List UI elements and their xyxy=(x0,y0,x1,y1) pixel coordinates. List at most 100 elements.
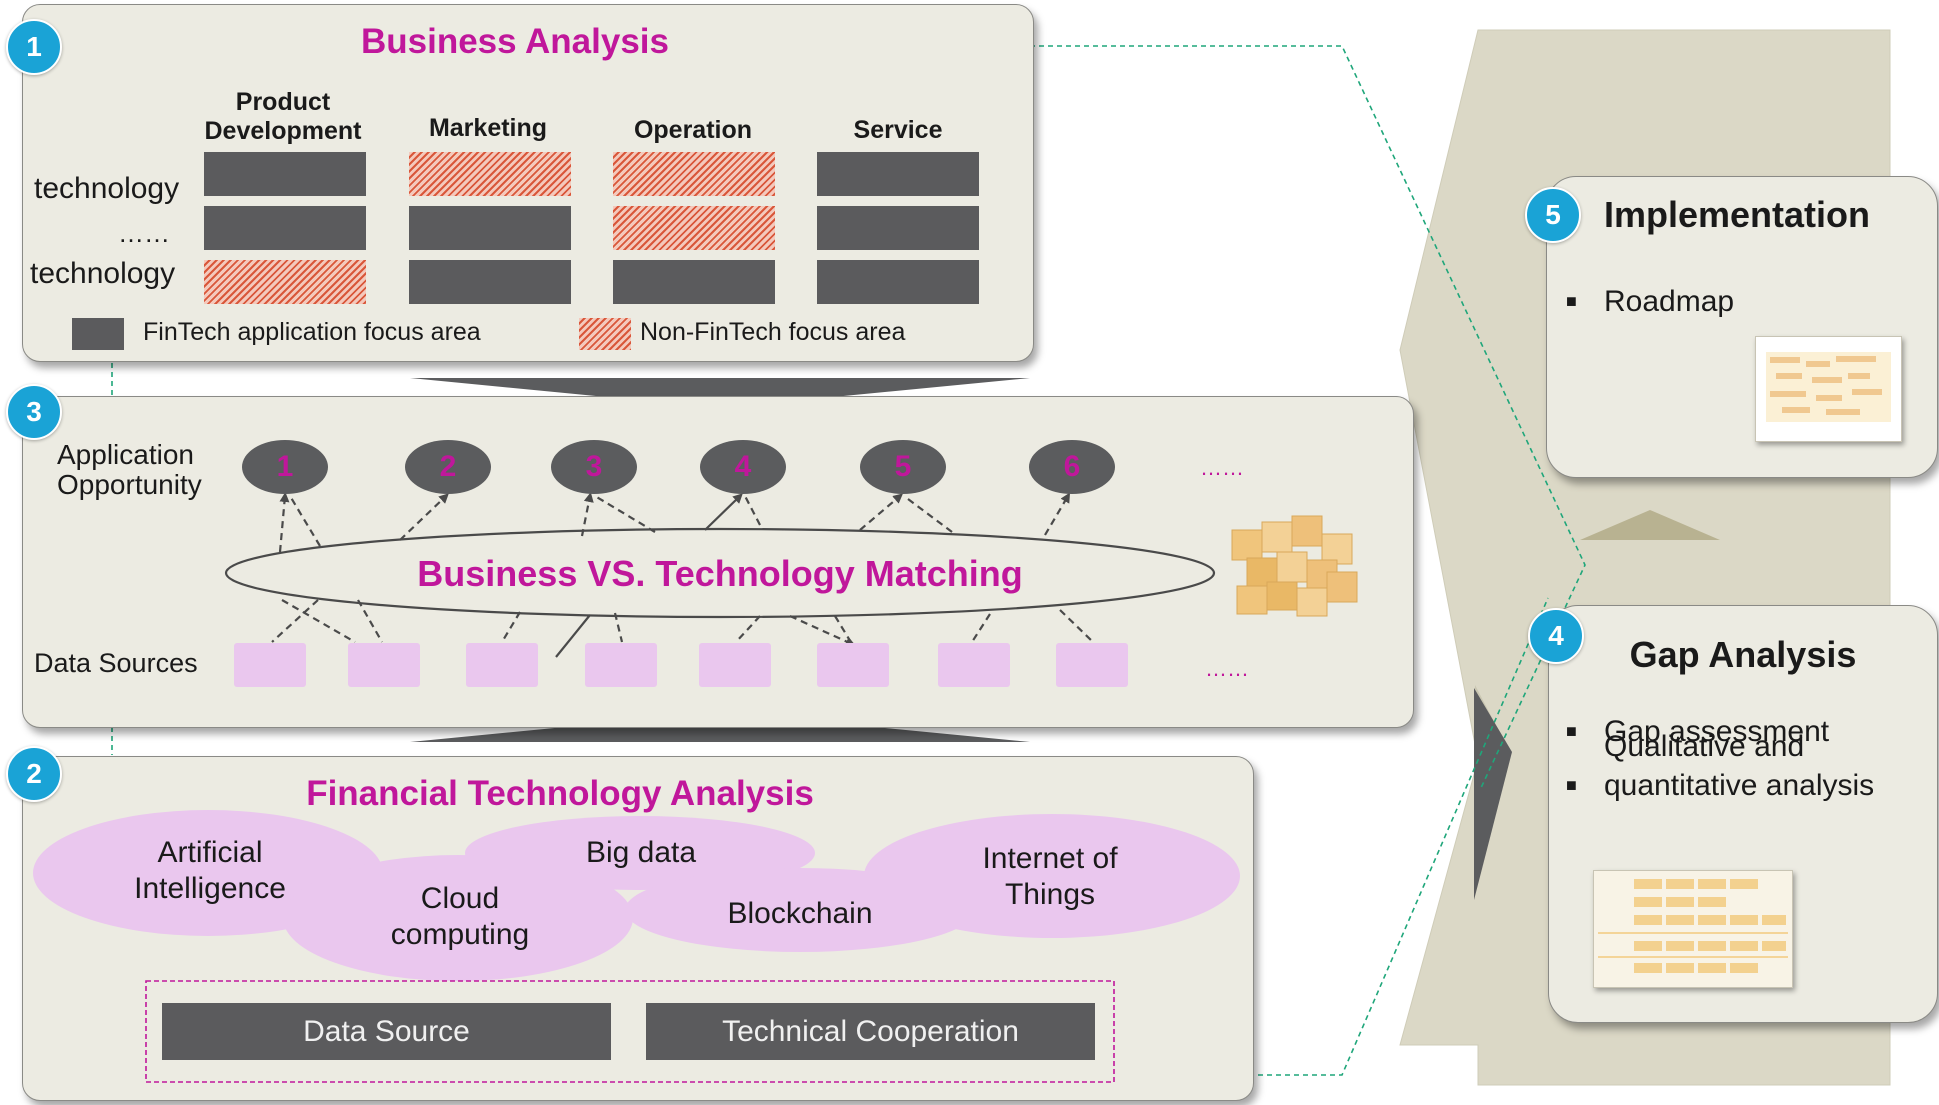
implementation-bullet-roadmap: ■ Roadmap xyxy=(1566,282,1734,321)
opportunities-ellipsis: …… xyxy=(1200,455,1244,480)
technical-cooperation-block: Technical Cooperation xyxy=(646,1003,1095,1060)
cloud-ai-label: Artificial Intelligence xyxy=(110,835,310,907)
cloud-iot xyxy=(864,814,1240,938)
opportunity-node-3 xyxy=(551,440,637,494)
column-header-operation: Operation xyxy=(633,116,753,144)
focus-cell-r3-c1 xyxy=(204,260,366,304)
opportunity-node-6 xyxy=(1029,440,1115,494)
data-source-box xyxy=(348,643,420,687)
data-sources-ellipsis: …… xyxy=(1205,656,1249,681)
opportunity-node-5 xyxy=(860,440,946,494)
business-analysis-title: Business Analysis xyxy=(360,22,669,61)
gap-analysis-title: Gap Analysis xyxy=(1629,634,1857,675)
row-label-technology-bottom: technology xyxy=(30,257,176,290)
bullet-square-icon: ■ xyxy=(1566,291,1577,311)
data-source-box xyxy=(817,643,889,687)
column-header-marketing: Marketing xyxy=(428,114,548,142)
opportunity-label-1: 1 xyxy=(276,450,294,483)
bullet-square-icon: ■ xyxy=(1566,721,1577,741)
legend-non-fintech-swatch xyxy=(579,318,631,350)
focus-cell-r1-c1 xyxy=(204,152,366,196)
column-header-line2: Development xyxy=(204,117,362,145)
step-badge-2: 2 xyxy=(6,746,62,802)
data-source-block: Data Source xyxy=(162,1003,611,1060)
matching-center-label: Business VS. Technology Matching xyxy=(417,553,1023,594)
step-badge-4: 4 xyxy=(1528,608,1584,664)
bullet-square-icon: ■ xyxy=(1566,775,1577,795)
cloud-bigdata-label: Big data xyxy=(585,836,697,869)
fintech-analysis-title: Financial Technology Analysis xyxy=(306,774,814,813)
focus-cell-r2-c3 xyxy=(613,206,775,250)
focus-cell-r1-c4 xyxy=(817,152,979,196)
roadmap-thumbnail-image xyxy=(1755,336,1902,442)
legend-fintech-swatch xyxy=(72,318,124,350)
focus-cell-r2-c4 xyxy=(817,206,979,250)
gap-bullet-assessment: ■ Gap assessment xyxy=(1566,712,1829,751)
focus-cell-r3-c2 xyxy=(409,260,571,304)
opportunity-nodes xyxy=(242,440,1115,494)
data-source-box xyxy=(466,643,538,687)
row-label-technology-top: technology xyxy=(34,172,180,205)
gap-analysis-text-line1: Qualitative and xyxy=(1604,730,1805,763)
matching-arrows xyxy=(271,492,1094,658)
gap-bullet-analysis: ■ Qualitative and quantitative analysis xyxy=(1566,730,1875,805)
data-source-box xyxy=(699,643,771,687)
column-header-line1: Product xyxy=(235,88,331,116)
cubes-icon xyxy=(1231,515,1358,617)
gap-assessment-thumbnail-image xyxy=(1593,870,1793,988)
data-source-box xyxy=(585,643,657,687)
dashed-connector-bottom xyxy=(1258,597,1549,1076)
application-opportunity-line2: Opportunity xyxy=(57,469,202,500)
down-arrow-ba-to-matching-icon xyxy=(410,378,1030,408)
focus-cell-r2-c1 xyxy=(204,206,366,250)
cloud-blockchain-label: Blockchain xyxy=(727,897,873,930)
opportunity-label-6: 6 xyxy=(1063,450,1081,483)
data-sources-label: Data Sources xyxy=(34,648,198,678)
cloud-ai-line1: Artificial xyxy=(157,836,263,869)
focus-cell-r1-c2 xyxy=(409,152,571,196)
cloud-computing-line1: Cloud xyxy=(420,882,500,915)
step-badge-3: 3 xyxy=(6,384,62,440)
application-opportunity-label: Application Opportunity xyxy=(57,440,202,500)
opportunity-label-3: 3 xyxy=(585,450,603,483)
focus-cell-r1-c3 xyxy=(613,152,775,196)
step-badge-1: 1 xyxy=(6,19,62,75)
dashed-connector-top xyxy=(1030,45,1586,791)
application-opportunity-line1: Application xyxy=(57,439,194,470)
opportunity-label-5: 5 xyxy=(894,450,912,483)
opportunity-label-4: 4 xyxy=(734,450,752,483)
cloud-computing-label: Cloud computing xyxy=(360,881,560,953)
column-header-service: Service xyxy=(853,116,943,144)
cloud-ai-line2: Intelligence xyxy=(134,872,286,905)
up-arrow-to-implementation-icon xyxy=(1580,510,1720,540)
cloud-iot-line2: Things xyxy=(1004,878,1096,911)
cloud-computing xyxy=(283,855,633,981)
cloud-computing-line2: computing xyxy=(390,918,530,951)
opportunity-label-2: 2 xyxy=(439,450,457,483)
row-label-ellipsis: …… xyxy=(118,218,170,248)
step-badge-5: 5 xyxy=(1525,187,1581,243)
focus-cell-r2-c2 xyxy=(409,206,571,250)
focus-cell-r3-c4 xyxy=(817,260,979,304)
roadmap-text: Roadmap xyxy=(1604,285,1735,318)
gap-analysis-text-line2: quantitative analysis xyxy=(1604,769,1875,802)
opportunity-node-1 xyxy=(242,440,328,494)
opportunity-node-2 xyxy=(405,440,491,494)
legend-non-fintech-label: Non-FinTech focus area xyxy=(640,318,906,346)
legend-fintech-label: FinTech application focus area xyxy=(143,318,481,346)
gap-assessment-text: Gap assessment xyxy=(1604,715,1830,748)
opportunity-node-4 xyxy=(700,440,786,494)
focus-cell-r3-c3 xyxy=(613,260,775,304)
chevron-arrow-dark-icon xyxy=(1474,688,1512,900)
column-header-product-development: Product Development xyxy=(183,88,383,146)
matching-ellipse xyxy=(224,527,1216,619)
data-source-box xyxy=(1056,643,1128,687)
cloud-iot-line1: Internet of xyxy=(982,842,1118,875)
cloud-iot-label: Internet of Things xyxy=(940,841,1160,913)
data-source-box xyxy=(234,643,306,687)
tech-resources-dashed-frame xyxy=(145,980,1115,1083)
implementation-title: Implementation xyxy=(1604,194,1871,235)
